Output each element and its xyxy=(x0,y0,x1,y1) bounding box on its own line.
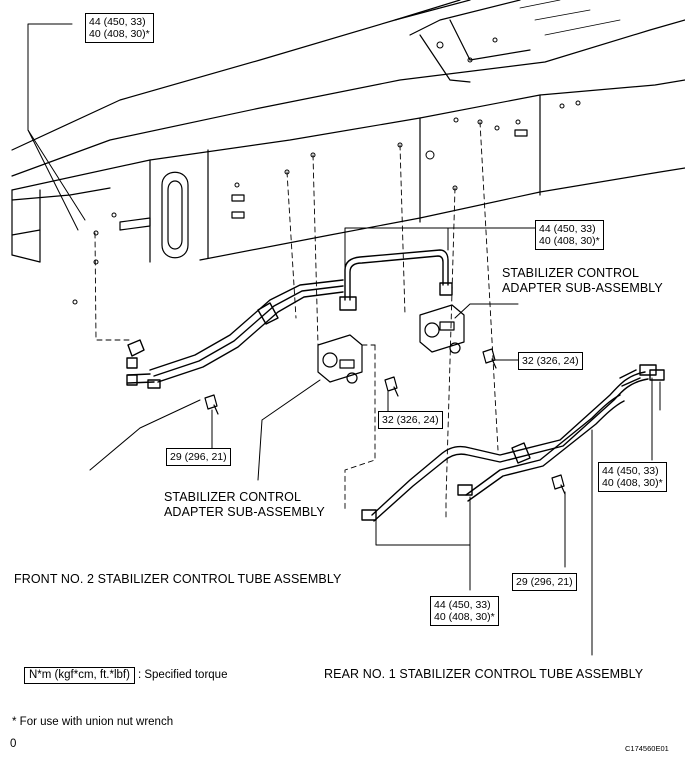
hex-pattern xyxy=(519,0,621,36)
torque-value-wrench: 40 (408, 30)* xyxy=(539,235,600,247)
bolts xyxy=(204,348,566,495)
torque-label-upper-mid: 44 (450, 33) 40 (408, 30)* xyxy=(535,220,604,250)
torque-value: 44 (450, 33) xyxy=(434,599,491,611)
dashed-lines xyxy=(94,121,499,521)
adapter-left xyxy=(317,334,363,384)
torque-label-bolt-left: 29 (296, 21) xyxy=(166,448,231,466)
torque-label-bolt-center: 32 (326, 24) xyxy=(378,411,443,429)
torque-value-wrench: 40 (408, 30)* xyxy=(602,477,663,489)
torque-label-bolt-right: 32 (326, 24) xyxy=(518,352,583,370)
adapter-right xyxy=(419,304,465,354)
legend-unit-box: N*m (kgf*cm, ft.*lbf) xyxy=(24,667,135,684)
torque-value: 44 (450, 33) xyxy=(89,16,146,28)
torque-value: 44 (450, 33) xyxy=(602,465,659,477)
torque-value: 44 (450, 33) xyxy=(539,223,596,235)
torque-value-wrench: 40 (408, 30)* xyxy=(89,28,150,40)
torque-label-right: 44 (450, 33) 40 (408, 30)* xyxy=(598,462,667,492)
torque-value-wrench: 40 (408, 30)* xyxy=(434,611,495,623)
rear-tube-label: REAR NO. 1 STABILIZER CONTROL TUBE ASSEM… xyxy=(324,667,644,681)
front-tube xyxy=(126,249,453,389)
legend-text: : Specified torque xyxy=(137,669,228,681)
torque-legend: N*m (kgf*cm, ft.*lbf) : Specified torque xyxy=(24,667,227,684)
adapter-left-label: STABILIZER CONTROL ADAPTER SUB-ASSEMBLY xyxy=(164,490,325,519)
footnote: * For use with union nut wrench xyxy=(12,716,174,728)
front-tube-label: FRONT NO. 2 STABILIZER CONTROL TUBE ASSE… xyxy=(14,572,342,586)
adapter-right-label: STABILIZER CONTROL ADAPTER SUB-ASSEMBLY xyxy=(502,266,663,295)
frame-member xyxy=(11,0,685,263)
figure-code: C174560E01 xyxy=(625,744,669,753)
leader-lines xyxy=(27,23,661,656)
torque-label-bolt-lower: 29 (296, 21) xyxy=(512,573,577,591)
corner-mark: 0 xyxy=(10,738,17,750)
frame-holes xyxy=(72,37,581,305)
torque-label-top-left: 44 (450, 33) 40 (408, 30)* xyxy=(85,13,154,43)
torque-label-bottom-mid: 44 (450, 33) 40 (408, 30)* xyxy=(430,596,499,626)
rear-tube xyxy=(361,364,665,522)
